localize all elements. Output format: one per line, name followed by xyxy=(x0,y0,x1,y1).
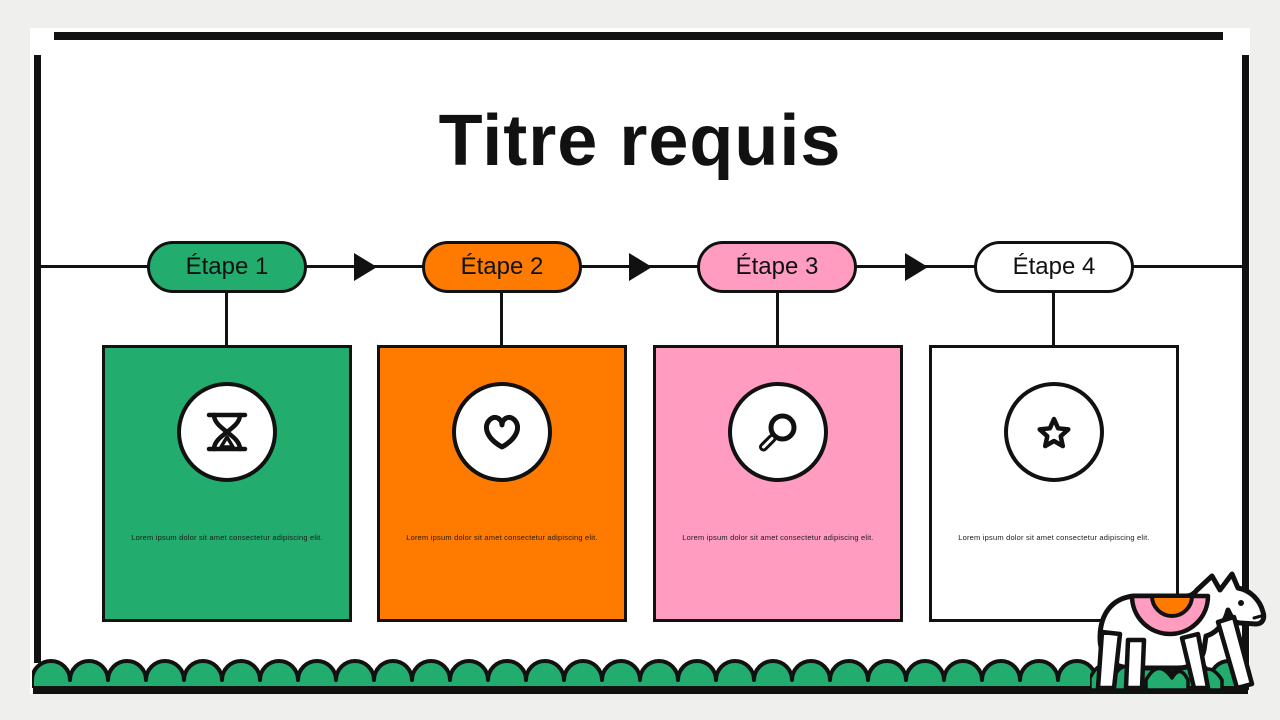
green-scalloped-border xyxy=(32,659,1248,688)
frame-border-right xyxy=(1242,55,1249,690)
heart-icon xyxy=(484,414,520,450)
card-body-text: Lorem ipsum dolor sit amet consectetur a… xyxy=(131,533,323,542)
connector-line xyxy=(500,293,503,345)
step-card-2: Lorem ipsum dolor sit amet consectetur a… xyxy=(377,345,627,622)
card-icon-circle xyxy=(452,382,552,482)
step-pill-label: Étape 1 xyxy=(185,253,269,280)
step-pill-etape-1[interactable]: Étape 1 xyxy=(147,241,307,293)
magnifier-icon xyxy=(759,413,797,452)
step-card-1: Lorem ipsum dolor sit amet consectetur a… xyxy=(102,345,352,622)
hourglass-icon xyxy=(206,412,248,452)
frame-border-left xyxy=(34,55,41,663)
card-body-text: Lorem ipsum dolor sit amet consectetur a… xyxy=(958,533,1150,542)
arrow-right-icon xyxy=(905,253,928,281)
arrow-right-icon xyxy=(354,253,377,281)
frame-border-bottom xyxy=(33,687,1248,694)
step-pill-label: Étape 2 xyxy=(460,253,544,280)
card-icon-circle xyxy=(728,382,828,482)
card-icon-circle xyxy=(177,382,277,482)
star-icon xyxy=(1037,416,1071,449)
page-title: Titre requis xyxy=(438,101,842,181)
card-body-text: Lorem ipsum dolor sit amet consectetur a… xyxy=(406,533,598,542)
step-card-3: Lorem ipsum dolor sit amet consectetur a… xyxy=(653,345,903,622)
card-body-text: Lorem ipsum dolor sit amet consectetur a… xyxy=(682,533,874,542)
connector-line xyxy=(225,293,228,345)
step-pill-etape-4[interactable]: Étape 4 xyxy=(974,241,1134,293)
connector-line xyxy=(776,293,779,345)
card-icon-circle xyxy=(1004,382,1104,482)
frame-border-top xyxy=(54,32,1223,40)
connector-line xyxy=(1052,293,1055,345)
arrow-right-icon xyxy=(629,253,652,281)
step-pill-etape-2[interactable]: Étape 2 xyxy=(422,241,582,293)
step-pill-etape-3[interactable]: Étape 3 xyxy=(697,241,857,293)
step-card-4: Lorem ipsum dolor sit amet consectetur a… xyxy=(929,345,1179,622)
step-pill-label: Étape 4 xyxy=(1012,253,1096,280)
step-pill-label: Étape 3 xyxy=(735,253,819,280)
horse-illustration xyxy=(1090,571,1267,692)
